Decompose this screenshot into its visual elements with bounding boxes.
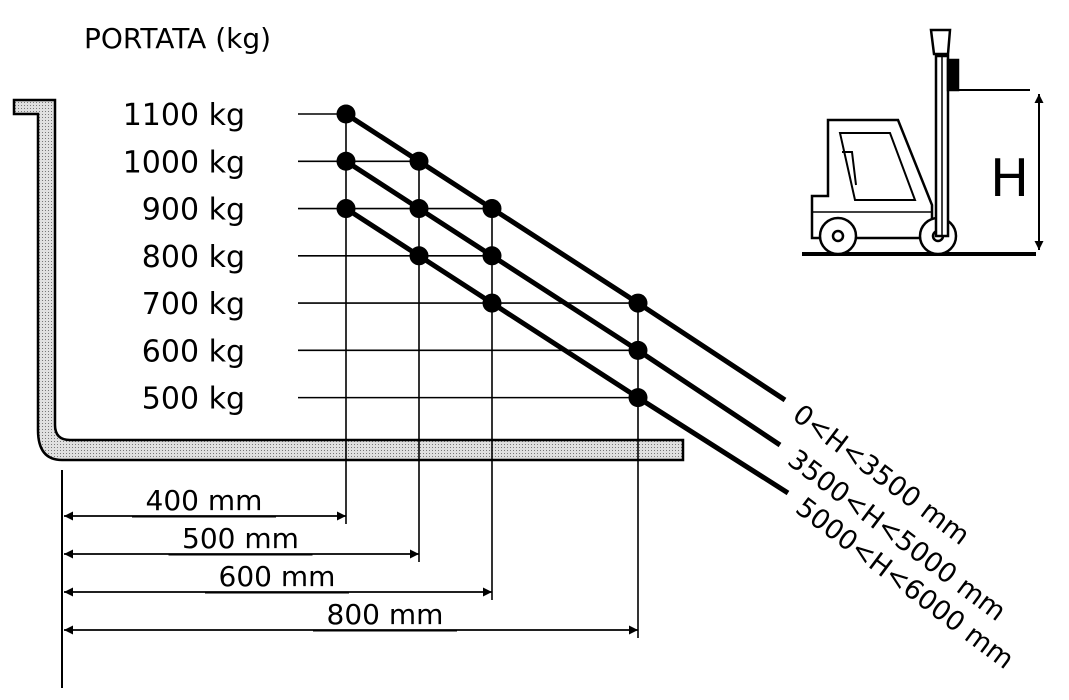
chart-title: PORTATA (kg) xyxy=(84,22,271,55)
load-center-labels: 400 mm 500 mm 600 mm 800 mm xyxy=(132,484,457,632)
capacity-label: 900 kg xyxy=(142,193,245,228)
load-center-label: 600 mm xyxy=(219,560,336,593)
data-point xyxy=(336,151,356,171)
height-symbol: H xyxy=(990,149,1029,209)
capacity-label: 800 kg xyxy=(142,240,245,275)
data-points xyxy=(336,104,648,408)
capacity-label: 1000 kg xyxy=(123,145,245,180)
dimension-arrows xyxy=(64,511,638,635)
capacity-label: 500 kg xyxy=(142,382,245,417)
load-center-label: 800 mm xyxy=(327,598,444,631)
data-point xyxy=(628,293,648,313)
data-point xyxy=(409,246,429,266)
capacity-label: 600 kg xyxy=(142,334,245,369)
data-point xyxy=(482,246,502,266)
fork-shape xyxy=(12,98,685,462)
load-center-label: 400 mm xyxy=(146,484,263,517)
capacity-label: 700 kg xyxy=(142,287,245,322)
data-point xyxy=(482,199,502,219)
data-point xyxy=(628,340,648,360)
capacity-label: 1100 kg xyxy=(123,98,245,133)
grid-lines xyxy=(298,113,639,638)
data-point xyxy=(628,388,648,408)
data-point xyxy=(336,104,356,124)
capacity-labels: 1100 kg 1000 kg 900 kg 800 kg 700 kg 600 kg 50… xyxy=(123,98,245,417)
load-center-label: 500 mm xyxy=(182,522,299,555)
forklift-icon xyxy=(802,28,1036,256)
data-point xyxy=(336,199,356,219)
data-point xyxy=(409,151,429,171)
data-point xyxy=(482,293,502,313)
data-point xyxy=(409,199,429,219)
